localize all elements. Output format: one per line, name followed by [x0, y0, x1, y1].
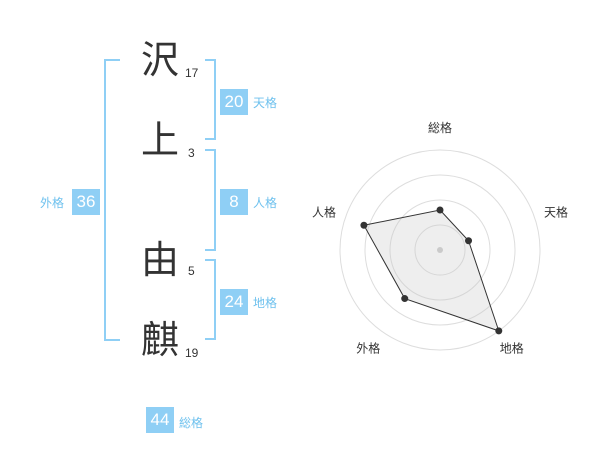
tenkaku-label: 天格 [253, 96, 278, 110]
stroke-count-1: 17 [185, 66, 199, 80]
name-char-4: 麒 [141, 318, 180, 362]
stroke-count-3: 5 [188, 264, 195, 278]
jinkaku-bracket [205, 149, 216, 251]
chikaku-label: 地格 [253, 296, 278, 310]
radar-ring [389, 199, 491, 301]
radar-ring [364, 174, 516, 326]
radar-data-points [360, 206, 503, 335]
gaikaku-label: 外格 [40, 196, 65, 210]
radar-center [437, 247, 443, 253]
radar-ring [339, 149, 541, 351]
radar-axis-label-3: 地格 [500, 341, 524, 356]
name-char-3: 由 [141, 238, 180, 282]
radar-axis-label-2: 天格 [544, 204, 568, 219]
name-char-2: 上 [141, 118, 180, 162]
soukaku-value: 44 [146, 407, 174, 433]
radar-point-4 [401, 295, 409, 303]
stroke-count-2: 3 [188, 146, 195, 160]
radar-point-1 [436, 206, 444, 214]
tenkaku-value: 20 [220, 89, 248, 115]
radar-rings [339, 149, 541, 351]
radar-point-2 [465, 237, 473, 245]
gaikaku-value: 36 [72, 189, 100, 215]
radar-axis-label-5: 人格 [312, 204, 336, 219]
radar-point-3 [495, 327, 503, 335]
name-char-1: 沢 [141, 38, 180, 82]
tenkaku-bracket [205, 59, 216, 140]
radar-ring [414, 224, 466, 276]
jinkaku-label: 人格 [253, 196, 278, 210]
radar-point-5 [360, 221, 368, 229]
radar-data-shape [363, 209, 500, 332]
radar-axis-label-1: 総格 [428, 120, 452, 135]
chikaku-bracket [205, 259, 216, 340]
chikaku-value: 24 [220, 289, 248, 315]
gaikaku-bracket [104, 59, 120, 341]
radar-axis-label-4: 外格 [356, 341, 380, 356]
jinkaku-value: 8 [220, 189, 248, 215]
stroke-count-4: 19 [185, 346, 199, 360]
soukaku-label: 総格 [179, 416, 204, 430]
